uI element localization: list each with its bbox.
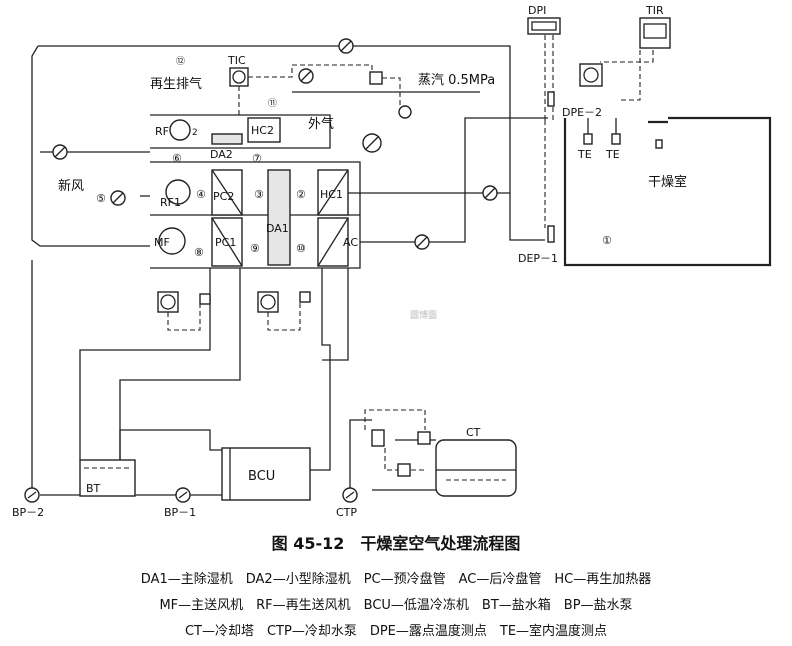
bp2-label: BP－2: [12, 506, 44, 519]
ct-tower: [435, 439, 517, 497]
damper-return: [482, 185, 498, 201]
left-loop-duct: [31, 45, 150, 247]
bp1-label: BP－1: [164, 506, 196, 519]
damper-fresh: [110, 190, 126, 206]
ct-label: CT: [466, 426, 481, 439]
dpe2-label: DPE－2: [562, 106, 602, 119]
dry-room-label: 干燥室: [648, 174, 687, 190]
bp2-pump: [24, 487, 40, 503]
marker-5: ⑤: [96, 192, 106, 205]
marker-12: ⑫: [176, 56, 185, 67]
mf-fan: [158, 227, 186, 255]
da2-label: DA2: [210, 148, 233, 161]
controller-ac: [257, 291, 279, 313]
fresh-air-label: 新风: [58, 178, 84, 194]
tir-instrument: [639, 17, 671, 49]
upper-ahu-outline: [150, 114, 331, 149]
damper-outdoor: [362, 133, 382, 153]
bp1-pump: [175, 487, 191, 503]
hc2-coil: [247, 117, 281, 143]
controller-steam: [398, 105, 412, 119]
marker-8: ⑧: [194, 246, 204, 259]
marker-10: ⑩: [296, 242, 306, 255]
ac-label: AC: [343, 236, 358, 249]
legend-line-2: MF—主送风机 RF—再生送风机 BCU—低温冷冻机 BT—盐水箱 BP—盐水泵: [159, 598, 633, 613]
steam-label: 蒸汽 0.5MPa: [418, 73, 495, 88]
top-loop-duct: [38, 45, 545, 241]
damper-regen: [52, 144, 68, 160]
damper-top: [338, 38, 354, 54]
pc1-label: PC1: [215, 236, 236, 249]
ac-outlet-duct: [360, 117, 548, 243]
da1-wheel: [267, 169, 291, 266]
watermark: 圖博圖: [410, 309, 437, 321]
bcu-unit: [221, 447, 311, 501]
air-handling-flow-diagram: DPI TIR TIC 再生排气 蒸汽 0.5MPa 外气 RF 2 HC2 D…: [12, 4, 772, 519]
dry-room: [563, 116, 772, 267]
rf1-label: RF1: [160, 196, 181, 209]
regen-exhaust-label: 再生排气: [150, 76, 202, 92]
rf1-fan: [165, 179, 191, 205]
dpi-label: DPI: [528, 4, 546, 17]
dpi-instrument: [527, 17, 561, 35]
dry-room-sensor: [655, 139, 663, 149]
tic-controller: [229, 67, 249, 87]
tic-label: TIC: [227, 54, 246, 67]
controller-pc: [157, 291, 179, 313]
marker-2: ②: [296, 188, 306, 201]
marker-9: ⑨: [250, 242, 260, 255]
tir-label: TIR: [645, 4, 664, 17]
te-sensor-2: [611, 133, 621, 145]
controller-exhaust: [369, 71, 383, 85]
hc1-label: HC1: [320, 188, 343, 201]
rf2-fan: [169, 119, 191, 141]
marker-7: ⑦: [252, 152, 262, 165]
dep1-sensor: [547, 225, 555, 243]
figure-caption: 图 45-12 干燥室空气处理流程图: [271, 534, 521, 553]
outdoor-air-label: 外气: [308, 116, 334, 132]
dpe2-sensor: [547, 91, 555, 107]
da2-wheel: [211, 133, 243, 145]
marker-6: ⑥: [172, 152, 182, 165]
rf2-label: RF: [155, 125, 169, 138]
damper-ac: [414, 234, 430, 250]
te-sensor-1: [583, 133, 593, 145]
marker-3: ③: [254, 188, 264, 201]
legend-line-1: DA1—主除湿机 DA2—小型除湿机 PC—预冷盘管 AC—后冷盘管 HC—再生…: [140, 572, 652, 587]
pc2-label: PC2: [213, 190, 234, 203]
marker-4: ④: [196, 188, 206, 201]
mf-label: MF: [154, 236, 170, 249]
marker-1: ①: [602, 234, 612, 247]
damper-exhaust: [298, 68, 314, 84]
marker-2b: 2: [192, 128, 198, 138]
dep1-label: DEP－1: [518, 252, 558, 265]
bcu-label: BCU: [248, 469, 275, 484]
bt-label: BT: [86, 482, 101, 495]
controller-dpe2: [579, 63, 603, 87]
ctp-label: CTP: [336, 506, 357, 519]
ctp-pump: [342, 487, 358, 503]
te2-label: TE: [605, 148, 620, 161]
legend-line-3: CT—冷却塔 CTP—冷却水泵 DPE—露点温度测点 TE—室内温度测点: [184, 624, 608, 639]
bt-tank: [79, 459, 136, 497]
da1-label: DA1: [266, 222, 289, 235]
marker-11: ⑪: [268, 98, 277, 109]
te1-label: TE: [577, 148, 592, 161]
hc2-label: HC2: [251, 124, 274, 137]
